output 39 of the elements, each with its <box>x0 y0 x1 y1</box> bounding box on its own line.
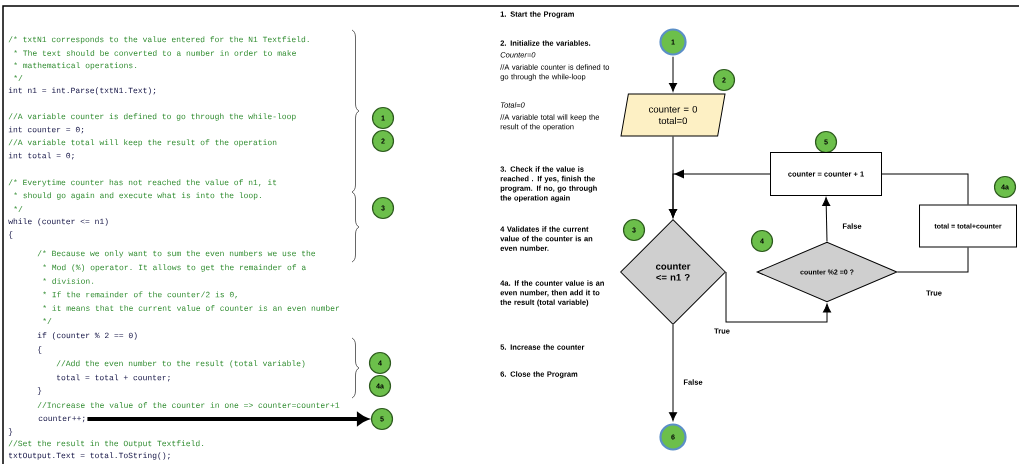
arrow <box>668 169 771 218</box>
code-line: { <box>38 346 42 354</box>
code-line: /* txtN1 corresponds to the value entered for the N1 Textfield. <box>8 36 309 44</box>
code-line: * The text should be converted to a number in order to make <box>14 50 296 56</box>
code-line: */ <box>14 206 23 212</box>
code-line: * division. <box>43 278 94 284</box>
code-line: if (counter % 2 == 0) <box>37 332 137 340</box>
arrow <box>725 271 832 323</box>
code-line: * it means that the current value of counter is an even number <box>43 305 340 311</box>
code-line: * Mod (%) operator. It allows to get the remainder of a <box>43 264 306 272</box>
code-line: //Add the even number to the result (total variable) <box>56 360 305 368</box>
thick-arrow <box>87 412 369 426</box>
input-box: counter = 0 total=0 <box>620 93 726 137</box>
code-line: counter++; <box>38 415 85 423</box>
code-line: //A variable counter is defined to go through the while-loop <box>8 113 296 121</box>
code-line: * mathematical operations. <box>14 62 137 70</box>
arrow <box>822 197 831 242</box>
code-line: */ <box>14 75 23 81</box>
code-line: /* Everytime counter has not reached the value of n1, it <box>8 179 277 187</box>
code-line: //A variable total will keep the result of the operation <box>8 139 277 147</box>
code-line: txtOutput.Text = total.ToString(); <box>8 452 170 460</box>
code-line: /* Because we only want to sum the even numbers we use the <box>37 250 316 258</box>
code-line: int counter = 0; <box>8 126 84 134</box>
code-line: { <box>9 231 13 239</box>
arrow <box>668 56 678 92</box>
code-line: total = total + counter; <box>56 374 170 382</box>
arrow <box>668 324 678 421</box>
code-line: */ <box>43 318 52 324</box>
connector-line <box>881 173 969 205</box>
code-line: //Increase the value of the counter in one => counter=counter+1 <box>37 402 340 408</box>
code-line: } <box>8 428 13 436</box>
code-line: int n1 = int.Parse(txtN1.Text); <box>8 87 156 95</box>
code-line: //Set the result in the Output Textfield. <box>8 440 204 448</box>
code-line: * should go again and execute what is into the loop. <box>14 192 261 200</box>
connector-line <box>897 247 969 273</box>
code-line: } <box>37 387 42 395</box>
code-line: int total = 0; <box>8 152 74 160</box>
code-line: * If the remainder of the counter/2 is 0, <box>43 291 237 299</box>
code-line: while (counter <= n1) <box>8 218 108 226</box>
